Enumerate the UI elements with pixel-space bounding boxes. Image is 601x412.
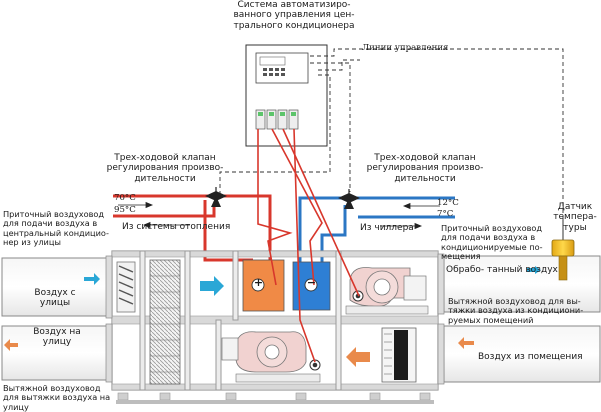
supply-fan xyxy=(345,267,429,315)
supply-duct-outdoor-label: Приточный воздуховод для подачи воздуха … xyxy=(3,209,109,248)
chiller-pipes xyxy=(298,196,455,262)
control-wires xyxy=(257,128,360,363)
valve-heating-icon xyxy=(205,187,227,207)
exhaust-duct-street-label: Вытяжной воздуховод для вытяжки воздуха … xyxy=(3,383,111,412)
air-flow-arrows xyxy=(4,266,541,367)
temperature-sensor xyxy=(551,220,575,281)
air-from-room-label: Воздух из помещения xyxy=(478,352,583,362)
heater-coil xyxy=(242,259,285,312)
exhaust-fan xyxy=(221,331,321,383)
temp-95-label: 95°C xyxy=(114,205,136,215)
air-filter xyxy=(149,259,181,385)
control-cabinet xyxy=(245,44,328,147)
control-system-label: Система автоматизиро- ванного управления… xyxy=(233,0,355,31)
room-supply-duct xyxy=(437,253,601,315)
control-lines xyxy=(219,48,564,220)
supply-duct-rooms-label: Приточный воздуховод для подачи воздуха … xyxy=(441,223,543,262)
from-chiller-label: Из чиллера xyxy=(360,223,414,233)
valve-chiller-label: Трех-ходовой клапан регулирования произв… xyxy=(366,153,484,184)
exhaust-filter xyxy=(381,327,417,383)
ahu-frame xyxy=(111,250,439,404)
air-to-street-label: Воздух на улицу xyxy=(33,327,81,348)
exhaust-street-duct xyxy=(1,323,113,383)
control-lines-label: Линии управления xyxy=(362,43,449,53)
inlet-damper xyxy=(116,261,136,313)
treated-air-label: Обрабо- танный воздух xyxy=(446,265,558,275)
temp-12-label: 12°C xyxy=(437,198,459,208)
temp-7-label: 7°C xyxy=(437,209,454,219)
exhaust-duct-rooms-label: Вытяжной воздуховод для вы- тяжки воздух… xyxy=(448,296,584,325)
heater-plus-symbol: + xyxy=(253,276,264,289)
room-exhaust-duct xyxy=(437,323,601,385)
air-from-street-label: Воздух с улицы xyxy=(34,288,76,309)
valve-chiller-icon xyxy=(338,189,360,209)
outdoor-supply-duct xyxy=(1,255,113,319)
temp-sensor-label: Датчик темпера- туры xyxy=(553,202,597,233)
valve-heating-label: Трех-ходовой клапан регулирования произв… xyxy=(106,153,224,184)
temp-70-label: 70°C xyxy=(114,193,136,203)
from-heating-label: Из системы отопления xyxy=(122,222,231,232)
pipe-arrows xyxy=(118,201,440,230)
cooler-minus-symbol: − xyxy=(306,276,317,289)
